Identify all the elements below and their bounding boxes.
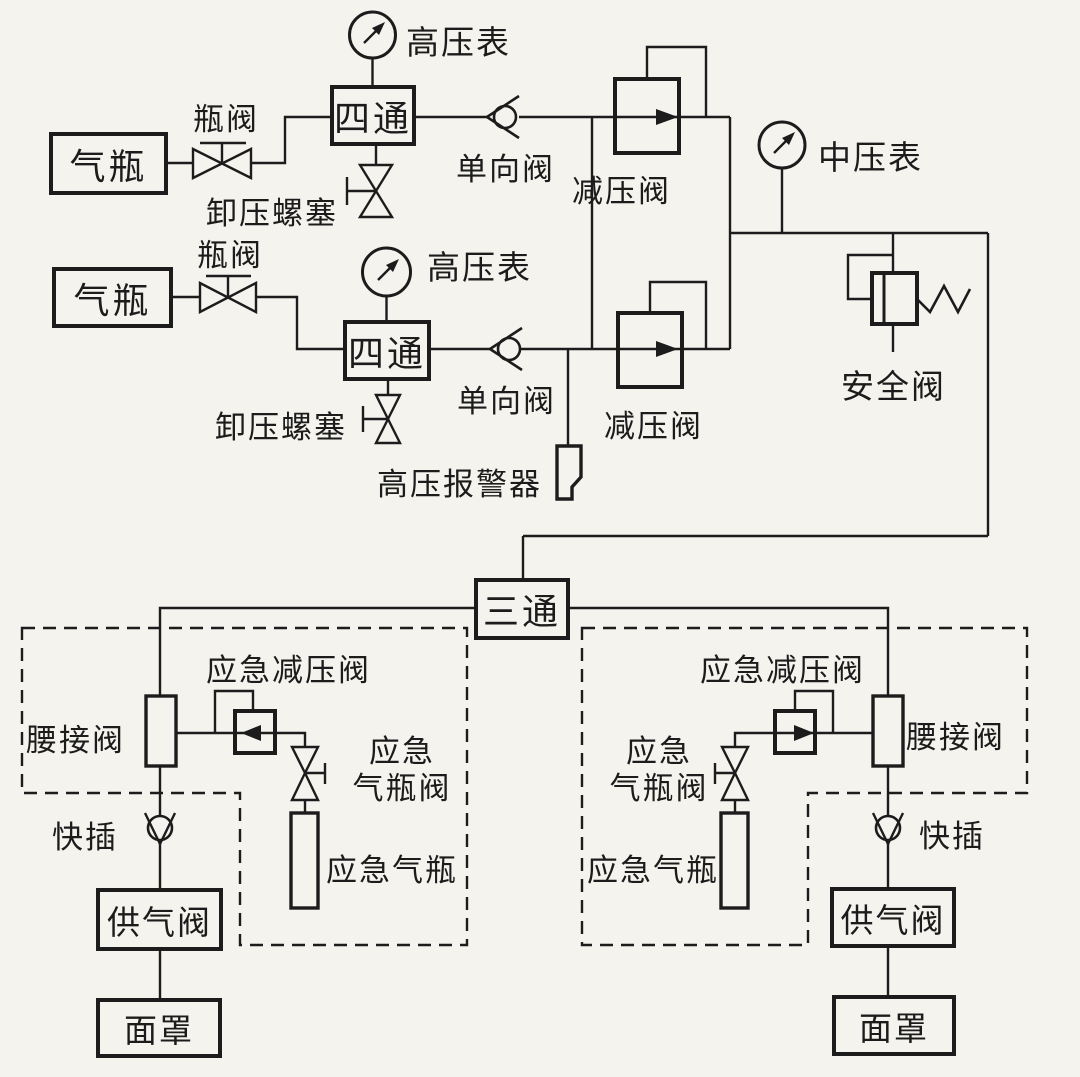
check-valve-2-caption: 单向阀 <box>457 384 556 419</box>
em-cylinder-2-caption: 应急气瓶 <box>587 853 719 888</box>
safety-valve-caption: 安全阀 <box>841 368 946 405</box>
em-cylinder-1-symbol <box>289 811 320 910</box>
mp-gauge-symbol <box>757 120 807 170</box>
spring-zigzag <box>916 283 972 315</box>
reducing-valve-1-caption: 减压阀 <box>572 174 671 209</box>
bottle-valve-2-caption: 瓶阀 <box>197 238 263 273</box>
check-valve-2-symbol <box>489 326 523 372</box>
four-way-1-label: 四通 <box>334 97 413 139</box>
pipe-em-left <box>176 731 307 747</box>
em-reducing-valve-1-symbol <box>233 709 277 755</box>
em-cylinder-1-caption: 应急气瓶 <box>326 853 458 888</box>
pipe-em1-handle <box>305 763 327 784</box>
hp-gauge-2-symbol <box>361 246 412 298</box>
pipe-em2-handle <box>713 763 735 784</box>
pipe-rv2-pilot <box>648 280 708 349</box>
mask-2-label: 面罩 <box>859 1009 929 1047</box>
check-valve-1-symbol <box>486 94 520 140</box>
pipe-safety-pilot <box>846 253 893 301</box>
pipe-valve2-fourway2 <box>256 295 343 351</box>
hp-gauge-1-symbol <box>348 10 397 60</box>
safety-valve-symbol <box>870 271 972 326</box>
four-way-1-box: 四通 <box>330 85 416 146</box>
mp-gauge-caption: 中压表 <box>818 139 923 176</box>
pipe-em2-pilot <box>793 689 835 733</box>
bottle-valve-1-caption: 瓶阀 <box>193 102 259 137</box>
pipe-threeway-left <box>158 606 474 696</box>
relief-plug-1-caption: 卸压螺塞 <box>206 196 338 231</box>
pipe-em-right <box>733 731 873 747</box>
quick-connect-1-symbol <box>143 812 177 845</box>
flow-arrow <box>241 725 261 741</box>
supply-valve-1-box: 供气阀 <box>96 888 223 951</box>
reducing-valve-1-symbol <box>613 77 681 155</box>
quick-connect-1-caption: 快插 <box>52 820 118 855</box>
em-cylinder-2-symbol <box>719 811 750 910</box>
waist-valve-2-symbol <box>871 694 905 768</box>
reducing-valve-2-symbol <box>616 311 684 389</box>
hp-gauge-2-caption: 高压表 <box>427 249 532 286</box>
supply-valve-2-label: 供气阀 <box>840 901 946 939</box>
relief-plug-1-symbol <box>345 163 395 219</box>
gas-cylinder-2-box: 气瓶 <box>52 267 173 328</box>
hp-alarm-caption: 高压报警器 <box>377 467 542 502</box>
flow-arrow <box>794 725 814 741</box>
em-cylinder-valve-2-caption-line2: 气瓶阀 <box>609 771 709 806</box>
supply-valve-1-label: 供气阀 <box>107 903 212 941</box>
right-diver-enclosure <box>580 626 1029 947</box>
relief-plug-2-caption: 卸压螺塞 <box>215 410 347 445</box>
gas-cylinder-2-label: 气瓶 <box>73 279 152 321</box>
pipe-network <box>158 45 990 998</box>
em-cylinder-valve-1-caption-line1: 应急 <box>369 734 435 769</box>
em-reducing-valve-2-symbol <box>773 709 817 755</box>
em-cylinder-valve-2-caption-line1: 应急 <box>626 734 692 769</box>
gas-cylinder-1-label: 气瓶 <box>69 145 148 187</box>
bottle-valve-2-symbol <box>198 274 258 314</box>
em-cylinder-valve-2-caption: 应急 气瓶阀 <box>602 733 716 807</box>
bottle-valve-1-symbol <box>191 141 253 180</box>
dashed-enclosures <box>20 626 1029 947</box>
em-reducing-valve-2-caption: 应急减压阀 <box>700 653 865 688</box>
quick-connect-2-symbol <box>871 812 905 845</box>
gas-cylinder-1-box: 气瓶 <box>49 132 168 195</box>
mask-2-box: 面罩 <box>832 995 956 1056</box>
three-way-box: 三通 <box>474 578 570 640</box>
flow-arrow <box>656 109 678 125</box>
four-way-2-box: 四通 <box>343 320 431 381</box>
quick-connect-2-caption: 快插 <box>919 819 985 854</box>
pipe-threeway-right <box>569 606 890 696</box>
em-reducing-valve-1-caption: 应急减压阀 <box>206 653 371 688</box>
pipe-em1-pilot <box>213 689 255 733</box>
waist-valve-2-caption: 腰接阀 <box>906 720 1005 755</box>
hp-alarm-symbol <box>555 444 583 501</box>
four-way-2-label: 四通 <box>347 332 426 374</box>
mask-1-label: 面罩 <box>124 1012 194 1049</box>
reducing-valve-2-caption: 减压阀 <box>604 409 703 444</box>
mask-1-box: 面罩 <box>96 998 222 1058</box>
hp-gauge-1-caption: 高压表 <box>406 24 511 61</box>
supply-valve-2-box: 供气阀 <box>830 887 956 948</box>
waist-valve-1-symbol <box>144 694 178 768</box>
em-cylinder-valve-2-symbol <box>720 745 750 802</box>
pipe-valve1-fourway1 <box>251 115 330 165</box>
waist-valve-1-caption: 腰接阀 <box>26 723 125 758</box>
pipe-rv1-pilot <box>645 45 708 117</box>
flow-arrow <box>656 341 678 357</box>
three-way-label: 三通 <box>482 591 561 632</box>
relief-plug-2-symbol <box>361 393 402 445</box>
left-diver-enclosure <box>20 626 469 947</box>
check-valve-1-caption: 单向阀 <box>456 152 555 187</box>
pipe-right-loop <box>521 233 990 578</box>
em-cylinder-valve-1-caption-line2: 气瓶阀 <box>352 771 452 806</box>
em-cylinder-valve-1-caption: 应急 气瓶阀 <box>345 733 459 807</box>
em-cylinder-valve-1-symbol <box>290 745 320 802</box>
